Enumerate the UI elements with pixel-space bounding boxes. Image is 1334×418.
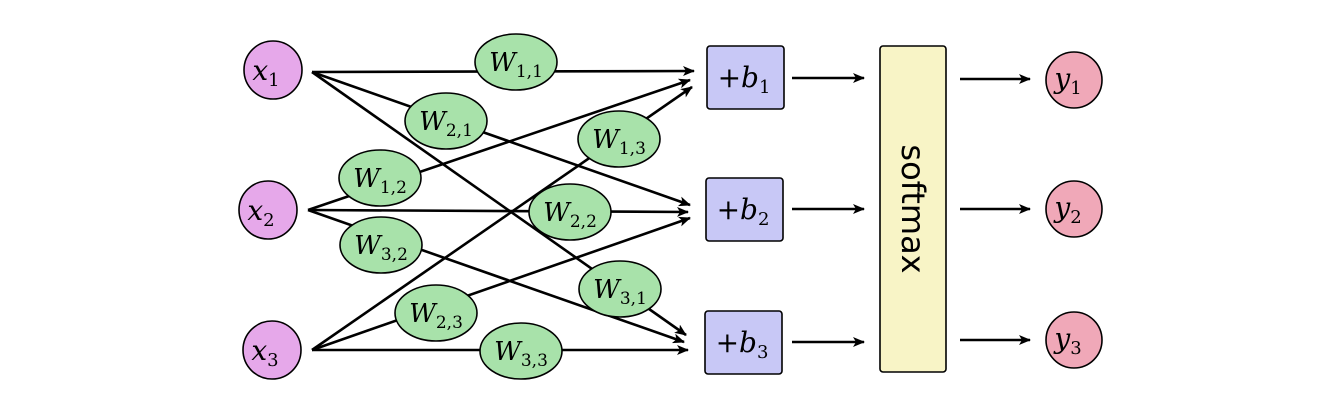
input-node-x2: x2	[238, 180, 298, 240]
output-node-y3-shape	[1045, 311, 1103, 369]
weight-node-w21-shape	[404, 92, 488, 150]
weight-node-w23-label: W2,3	[409, 299, 463, 333]
weight-node-w32-label: W3,2	[354, 231, 408, 265]
input-node-x2-label: x2	[247, 194, 274, 231]
bias-node-b1-shape	[706, 45, 785, 110]
weight-node-w11-label: W1,1	[489, 48, 543, 82]
output-node-y1: y1	[1045, 51, 1103, 109]
input-node-x1-label: x1	[252, 54, 279, 91]
bias-nodes: +b1 +b2 +b3	[704, 45, 785, 375]
softmax-label: softmax	[894, 144, 932, 273]
weight-node-w23: W2,3	[394, 284, 478, 342]
input-node-x3-label: x3	[251, 334, 278, 371]
bias-node-b2-label: +b2	[717, 193, 770, 230]
weight-node-w13-label: W1,3	[592, 125, 646, 159]
edge-x2-b2	[307, 206, 689, 217]
output-node-y2-label: y2	[1052, 191, 1081, 228]
weight-node-w32-shape	[339, 216, 423, 274]
weight-node-w33-label: W3,3	[494, 337, 548, 371]
weight-node-w22: W2,2	[528, 183, 612, 241]
weight-node-w31: W3,1	[578, 260, 662, 318]
bias-node-b2-shape	[705, 177, 784, 242]
edge-x1-b2	[311, 70, 691, 207]
weight-node-w13: W1,3	[577, 110, 661, 168]
input-node-x3-shape	[242, 320, 302, 380]
output-node-y3: y3	[1045, 311, 1103, 369]
weight-node-w33-shape	[479, 322, 563, 380]
bias-node-b1: +b1	[706, 45, 785, 110]
softmax-block: softmax	[879, 45, 947, 373]
output-node-y1-label: y1	[1052, 62, 1081, 99]
output-node-y2: y2	[1045, 180, 1103, 238]
weight-node-w23-shape	[394, 284, 478, 342]
weight-node-w21: W2,1	[404, 92, 488, 150]
bias-node-b3: +b3	[704, 310, 783, 375]
weight-node-w13-shape	[577, 110, 661, 168]
output-node-y3-label: y3	[1052, 322, 1081, 359]
weight-node-w11-shape	[474, 33, 558, 91]
weight-node-w31-label: W3,1	[593, 275, 647, 309]
bias-node-b3-shape	[704, 310, 783, 375]
output-node-y1-shape	[1045, 51, 1103, 109]
input-node-x2-shape	[238, 180, 298, 240]
weight-node-w11: W1,1	[474, 33, 558, 91]
input-nodes: x1 x2 x3	[238, 40, 303, 380]
input-node-x1: x1	[243, 40, 303, 100]
bias-node-b1-label: +b1	[718, 61, 771, 98]
weight-node-w21-label: W2,1	[419, 107, 473, 141]
softmax-block-shape	[879, 45, 947, 373]
weight-node-w32: W3,2	[339, 216, 423, 274]
weight-node-w12: W1,2	[338, 149, 422, 207]
bias-node-b2: +b2	[705, 177, 784, 242]
weight-node-w12-label: W1,2	[353, 164, 407, 198]
weight-nodes: W1,1 W2,1 W1,2 W1,3 W2,2 W3,2 W3,1 W2,3	[338, 33, 662, 380]
weight-node-w22-shape	[528, 183, 612, 241]
output-node-y2-shape	[1045, 180, 1103, 238]
bias-node-b3-label: +b3	[716, 326, 769, 363]
edge-x3-b2	[311, 216, 691, 352]
input-node-x3: x3	[242, 320, 302, 380]
weight-node-w22-label: W2,2	[543, 198, 597, 232]
weight-node-w31-shape	[578, 260, 662, 318]
weight-node-w12-shape	[338, 149, 422, 207]
output-nodes: y1 y2 y3	[1045, 51, 1103, 369]
weight-node-w33: W3,3	[479, 322, 563, 380]
input-node-x1-shape	[243, 40, 303, 100]
